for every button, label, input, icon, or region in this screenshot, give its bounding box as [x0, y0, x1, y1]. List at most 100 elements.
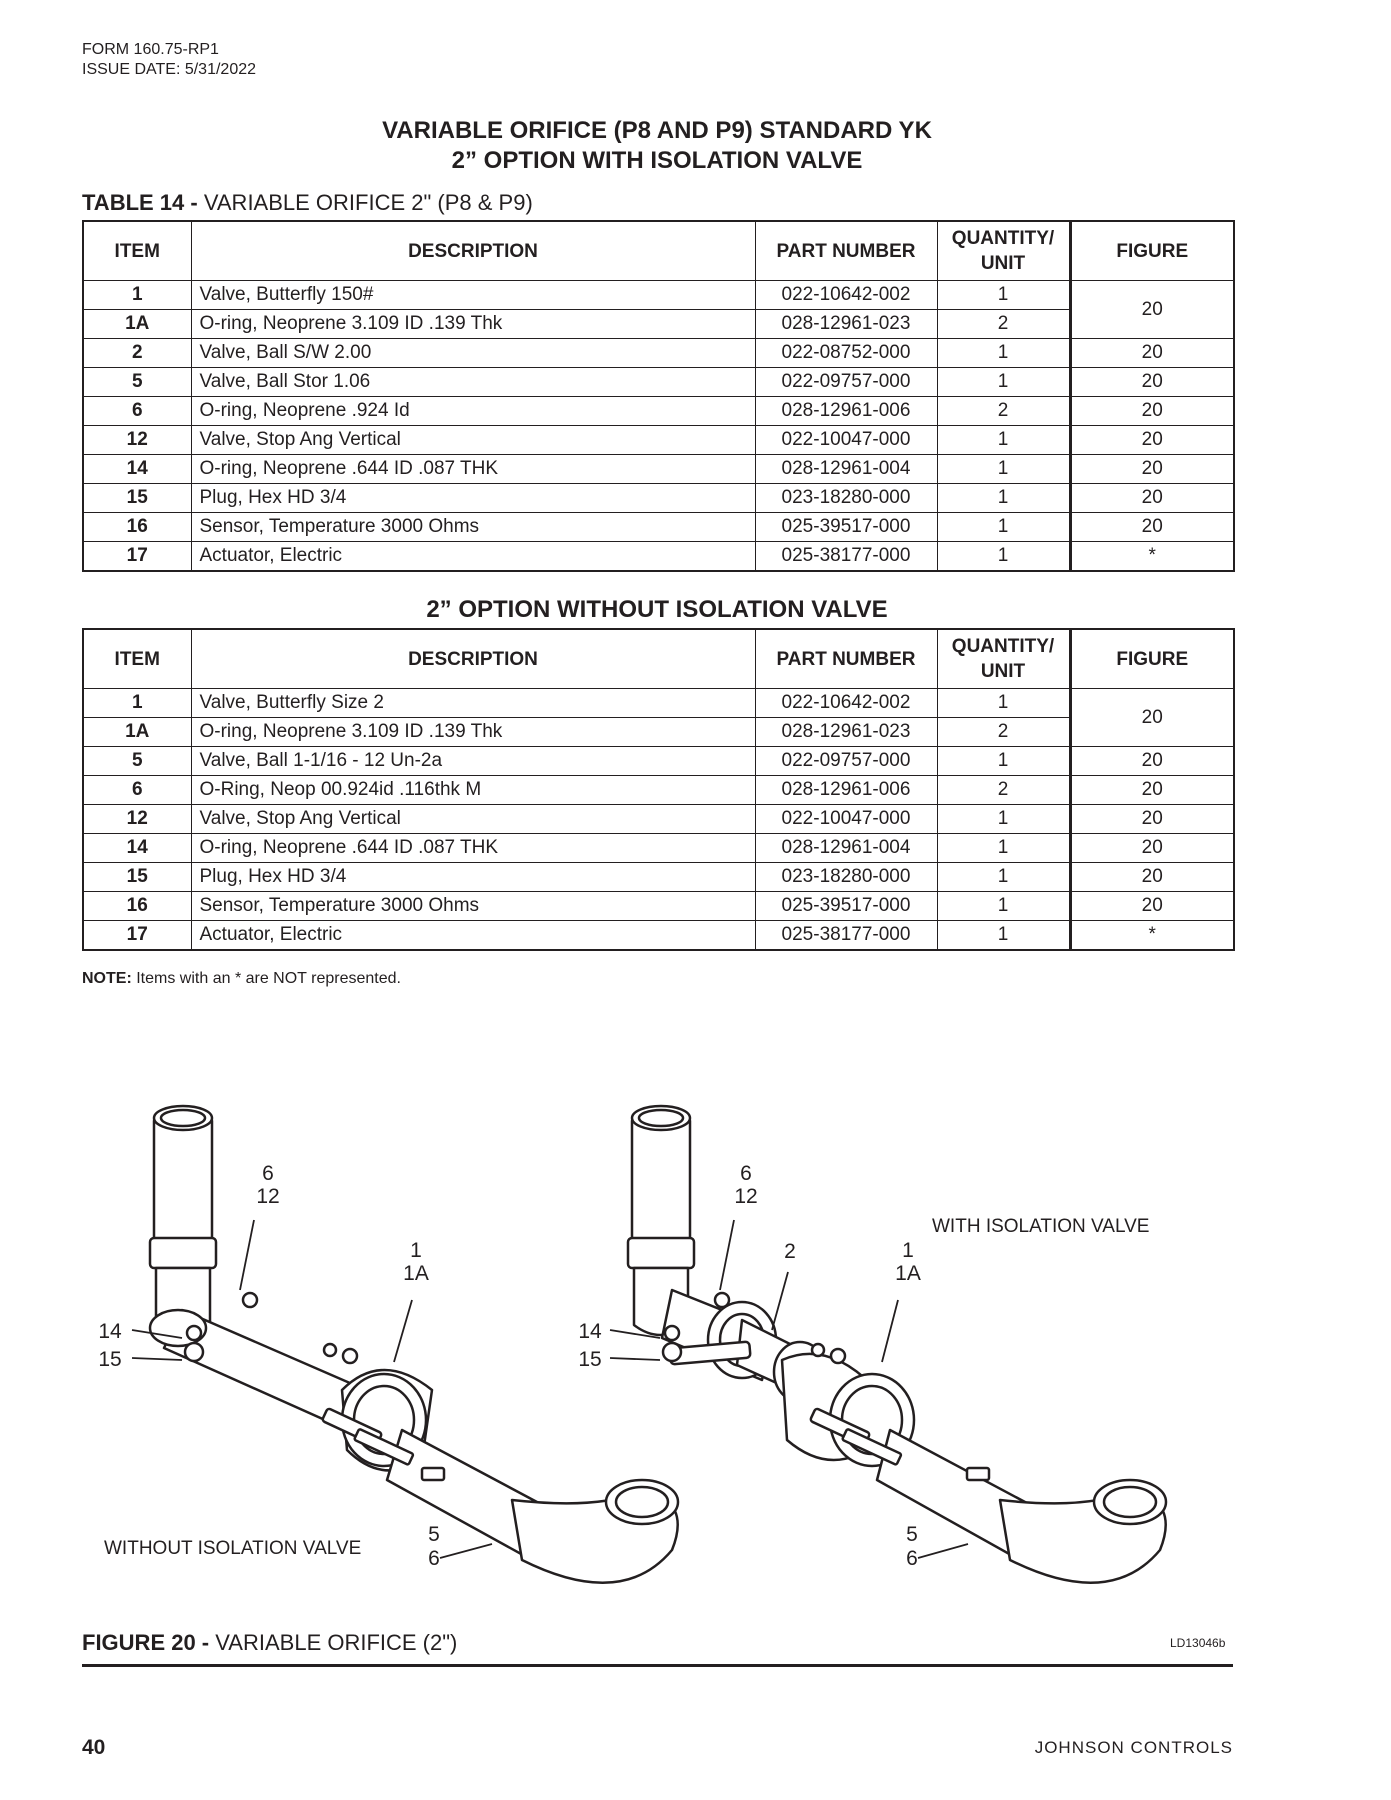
item-cell: 17: [82, 541, 192, 572]
parts-table-without-isolation: ITEM DESCRIPTION PART NUMBER QUANTITY/ U…: [82, 628, 1235, 951]
col-part-number: PART NUMBER: [754, 628, 938, 689]
description-cell: Sensor, Temperature 3000 Ohms: [190, 512, 756, 542]
description-cell: O-ring, Neoprene .644 ID .087 THK: [190, 833, 756, 863]
figure-cell: 20: [1068, 396, 1235, 426]
col-description: DESCRIPTION: [190, 628, 756, 689]
part-number-cell: 022-09757-000: [754, 367, 938, 397]
item-cell: 6: [82, 775, 192, 805]
item-cell: 2: [82, 338, 192, 368]
description-cell: Actuator, Electric: [190, 920, 756, 951]
quantity-cell: 2: [936, 396, 1071, 426]
callout-2-right: 2: [784, 1240, 796, 1263]
page-title: VARIABLE ORIFICE (P8 AND P9) STANDARD YK…: [382, 117, 932, 174]
item-cell: 1: [82, 280, 192, 310]
figure-cell: 20: [1068, 804, 1235, 834]
table-caption: TABLE 14 - VARIABLE ORIFICE 2" (P8 & P9): [82, 190, 533, 215]
figure-cell: 20: [1068, 512, 1235, 542]
description-cell: Valve, Stop Ang Vertical: [190, 425, 756, 455]
item-cell: 17: [82, 920, 192, 951]
quantity-cell: 1: [936, 920, 1071, 951]
figure-code: LD13046b: [1170, 1636, 1226, 1650]
figure-cell: 20: [1068, 688, 1235, 747]
figure-cell: 20: [1068, 280, 1235, 339]
item-cell: 1A: [82, 309, 192, 339]
description-cell: Plug, Hex HD 3/4: [190, 483, 756, 513]
table-header-row: ITEM DESCRIPTION PART NUMBER QUANTITY/ U…: [82, 628, 1235, 689]
description-cell: O-ring, Neoprene 3.109 ID .139 Thk: [190, 309, 756, 339]
item-cell: 15: [82, 862, 192, 892]
item-cell: 15: [82, 483, 192, 513]
figure-cell: 20: [1068, 338, 1235, 368]
col-part-number: PART NUMBER: [754, 220, 938, 281]
part-number-cell: 022-10642-002: [754, 688, 938, 718]
part-number-cell: 022-10642-002: [754, 280, 938, 310]
col-quantity: QUANTITY/ UNIT: [936, 628, 1071, 689]
quantity-cell: 1: [936, 833, 1071, 863]
item-cell: 14: [82, 833, 192, 863]
figure-cell: 20: [1068, 367, 1235, 397]
item-cell: 6: [82, 396, 192, 426]
form-number: FORM 160.75-RP1: [82, 41, 219, 58]
callout-12-left: 12: [256, 1185, 279, 1208]
part-number-cell: 028-12961-004: [754, 454, 938, 484]
quantity-cell: 1: [936, 891, 1071, 921]
description-cell: O-ring, Neoprene .644 ID .087 THK: [190, 454, 756, 484]
description-cell: Valve, Butterfly Size 2: [190, 688, 756, 718]
callout-5-left: 5: [428, 1523, 440, 1546]
part-number-cell: 023-18280-000: [754, 862, 938, 892]
figure-cell: *: [1068, 920, 1235, 951]
callout-15-right: 15: [578, 1348, 601, 1371]
table-header-row: ITEM DESCRIPTION PART NUMBER QUANTITY/ U…: [82, 220, 1235, 281]
description-cell: Valve, Stop Ang Vertical: [190, 804, 756, 834]
part-number-cell: 022-08752-000: [754, 338, 938, 368]
callout-6-left: 6: [262, 1162, 274, 1185]
part-number-cell: 028-12961-006: [754, 396, 938, 426]
description-cell: Sensor, Temperature 3000 Ohms: [190, 891, 756, 921]
description-cell: O-ring, Neoprene 3.109 ID .139 Thk: [190, 717, 756, 747]
item-cell: 12: [82, 804, 192, 834]
callout-1-right: 1: [902, 1239, 914, 1262]
quantity-cell: 1: [936, 541, 1071, 572]
quantity-cell: 2: [936, 775, 1071, 805]
description-cell: Plug, Hex HD 3/4: [190, 862, 756, 892]
col-figure: FIGURE: [1068, 220, 1235, 281]
description-cell: Valve, Ball Stor 1.06: [190, 367, 756, 397]
callout-12-right: 12: [734, 1185, 757, 1208]
col-item: ITEM: [82, 628, 192, 689]
quantity-cell: 1: [936, 425, 1071, 455]
figure-cell: 20: [1068, 862, 1235, 892]
quantity-cell: 1: [936, 862, 1071, 892]
quantity-cell: 2: [936, 309, 1071, 339]
callout-15-left: 15: [98, 1348, 121, 1371]
figure-cell: 20: [1068, 425, 1235, 455]
quantity-cell: 1: [936, 512, 1071, 542]
with-isolation-label: WITH ISOLATION VALVE: [932, 1216, 1149, 1237]
quantity-cell: 1: [936, 804, 1071, 834]
page-number: 40: [82, 1736, 106, 1759]
part-number-cell: 022-10047-000: [754, 425, 938, 455]
quantity-cell: 1: [936, 280, 1071, 310]
description-cell: Valve, Ball S/W 2.00: [190, 338, 756, 368]
callout-1-left: 1: [410, 1239, 422, 1262]
part-number-cell: 028-12961-023: [754, 309, 938, 339]
part-number-cell: 028-12961-023: [754, 717, 938, 747]
callout-1a-left: 1A: [403, 1262, 429, 1285]
description-cell: O-Ring, Neop 00.924id .116thk M: [190, 775, 756, 805]
quantity-cell: 1: [936, 367, 1071, 397]
form-header: FORM 160.75-RP1 ISSUE DATE: 5/31/2022: [82, 40, 256, 80]
brand-name: JOHNSON CONTROLS: [1034, 1738, 1233, 1757]
callout-6-right: 6: [740, 1162, 752, 1185]
figure-cell: 20: [1068, 454, 1235, 484]
description-cell: Actuator, Electric: [190, 541, 756, 572]
divider: [82, 1664, 1233, 1667]
